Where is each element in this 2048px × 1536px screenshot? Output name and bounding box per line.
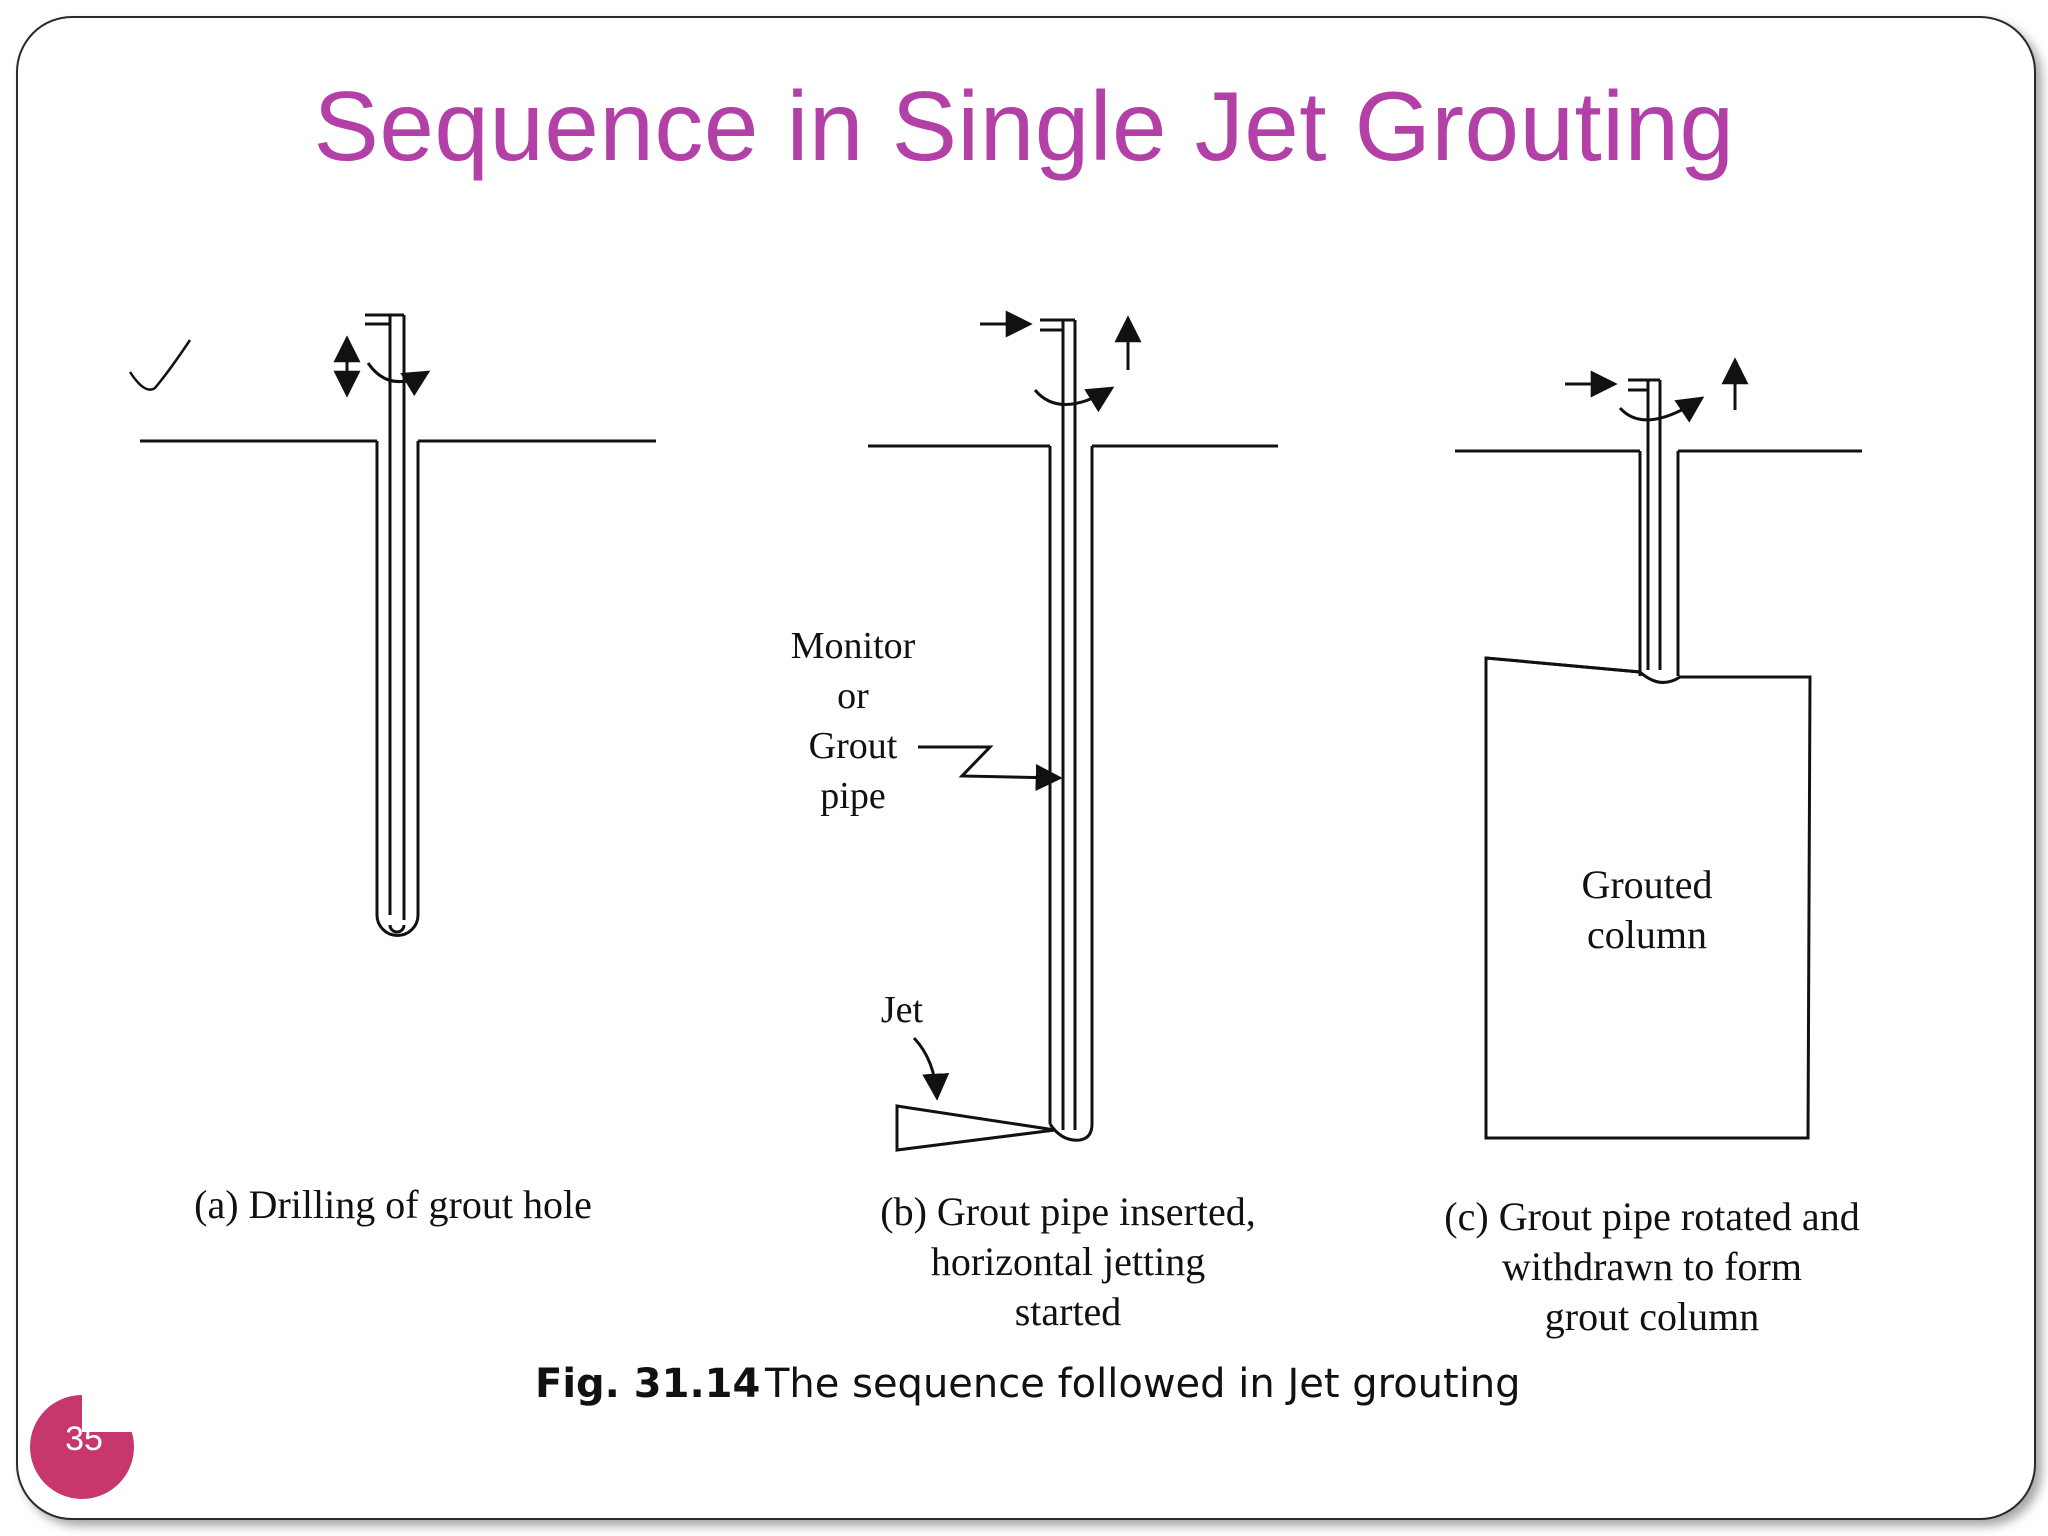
grouted-column-label-line-2: column bbox=[1587, 912, 1707, 957]
caption-a: (a) Drilling of grout hole bbox=[194, 1182, 592, 1227]
grouted-column-outline bbox=[1484, 656, 1812, 1140]
rotation-arrow-a bbox=[366, 362, 431, 397]
caption-c-line-3: grout column bbox=[1545, 1294, 1759, 1339]
page-number: 35 bbox=[65, 1420, 103, 1458]
panel-b-jetting bbox=[868, 310, 1278, 1152]
jet-leader bbox=[912, 1036, 950, 1101]
slide-frame bbox=[16, 16, 2036, 1520]
monitor-label-line-1: Monitor bbox=[791, 625, 916, 667]
caption-b-line-3: started bbox=[1015, 1289, 1122, 1334]
rotation-arrow-c bbox=[1618, 396, 1705, 423]
figure-caption: The sequence followed in Jet grouting bbox=[764, 1361, 1521, 1407]
grout-pipe-c bbox=[1646, 380, 1662, 670]
caption-b-line-2: horizontal jetting bbox=[931, 1239, 1205, 1284]
grouted-column-label-line-1: Grouted bbox=[1581, 862, 1712, 907]
caption-b-line-1: (b) Grout pipe inserted, bbox=[880, 1189, 1255, 1234]
grout-hole-b bbox=[1048, 446, 1094, 1124]
monitor-label-line-4: pipe bbox=[820, 775, 885, 817]
caption-c-line-1: (c) Grout pipe rotated and bbox=[1444, 1194, 1859, 1239]
check-mark-icon bbox=[128, 339, 192, 391]
monitor-leader bbox=[918, 745, 1063, 792]
grout-hole-c bbox=[1638, 451, 1680, 676]
slide-title: Sequence in Single Jet Grouting bbox=[313, 71, 1735, 181]
monitor-label-line-3: Grout bbox=[809, 725, 898, 767]
grout-hole-a bbox=[375, 441, 420, 915]
panel-c-column bbox=[1455, 357, 1862, 1140]
rotation-arrow-b bbox=[1033, 386, 1115, 413]
monitor-label-line-2: or bbox=[837, 675, 869, 717]
jet-cone bbox=[895, 1104, 1056, 1152]
jet-label: Jet bbox=[881, 989, 924, 1031]
page-badge-notch bbox=[82, 1392, 138, 1432]
panel-a-drilling bbox=[128, 313, 656, 937]
figure-number: Fig. 31.14 bbox=[535, 1361, 760, 1407]
caption-c-line-2: withdrawn to form bbox=[1502, 1244, 1802, 1289]
grout-pipe-b bbox=[1061, 320, 1077, 1130]
drill-rod-a bbox=[388, 315, 406, 920]
